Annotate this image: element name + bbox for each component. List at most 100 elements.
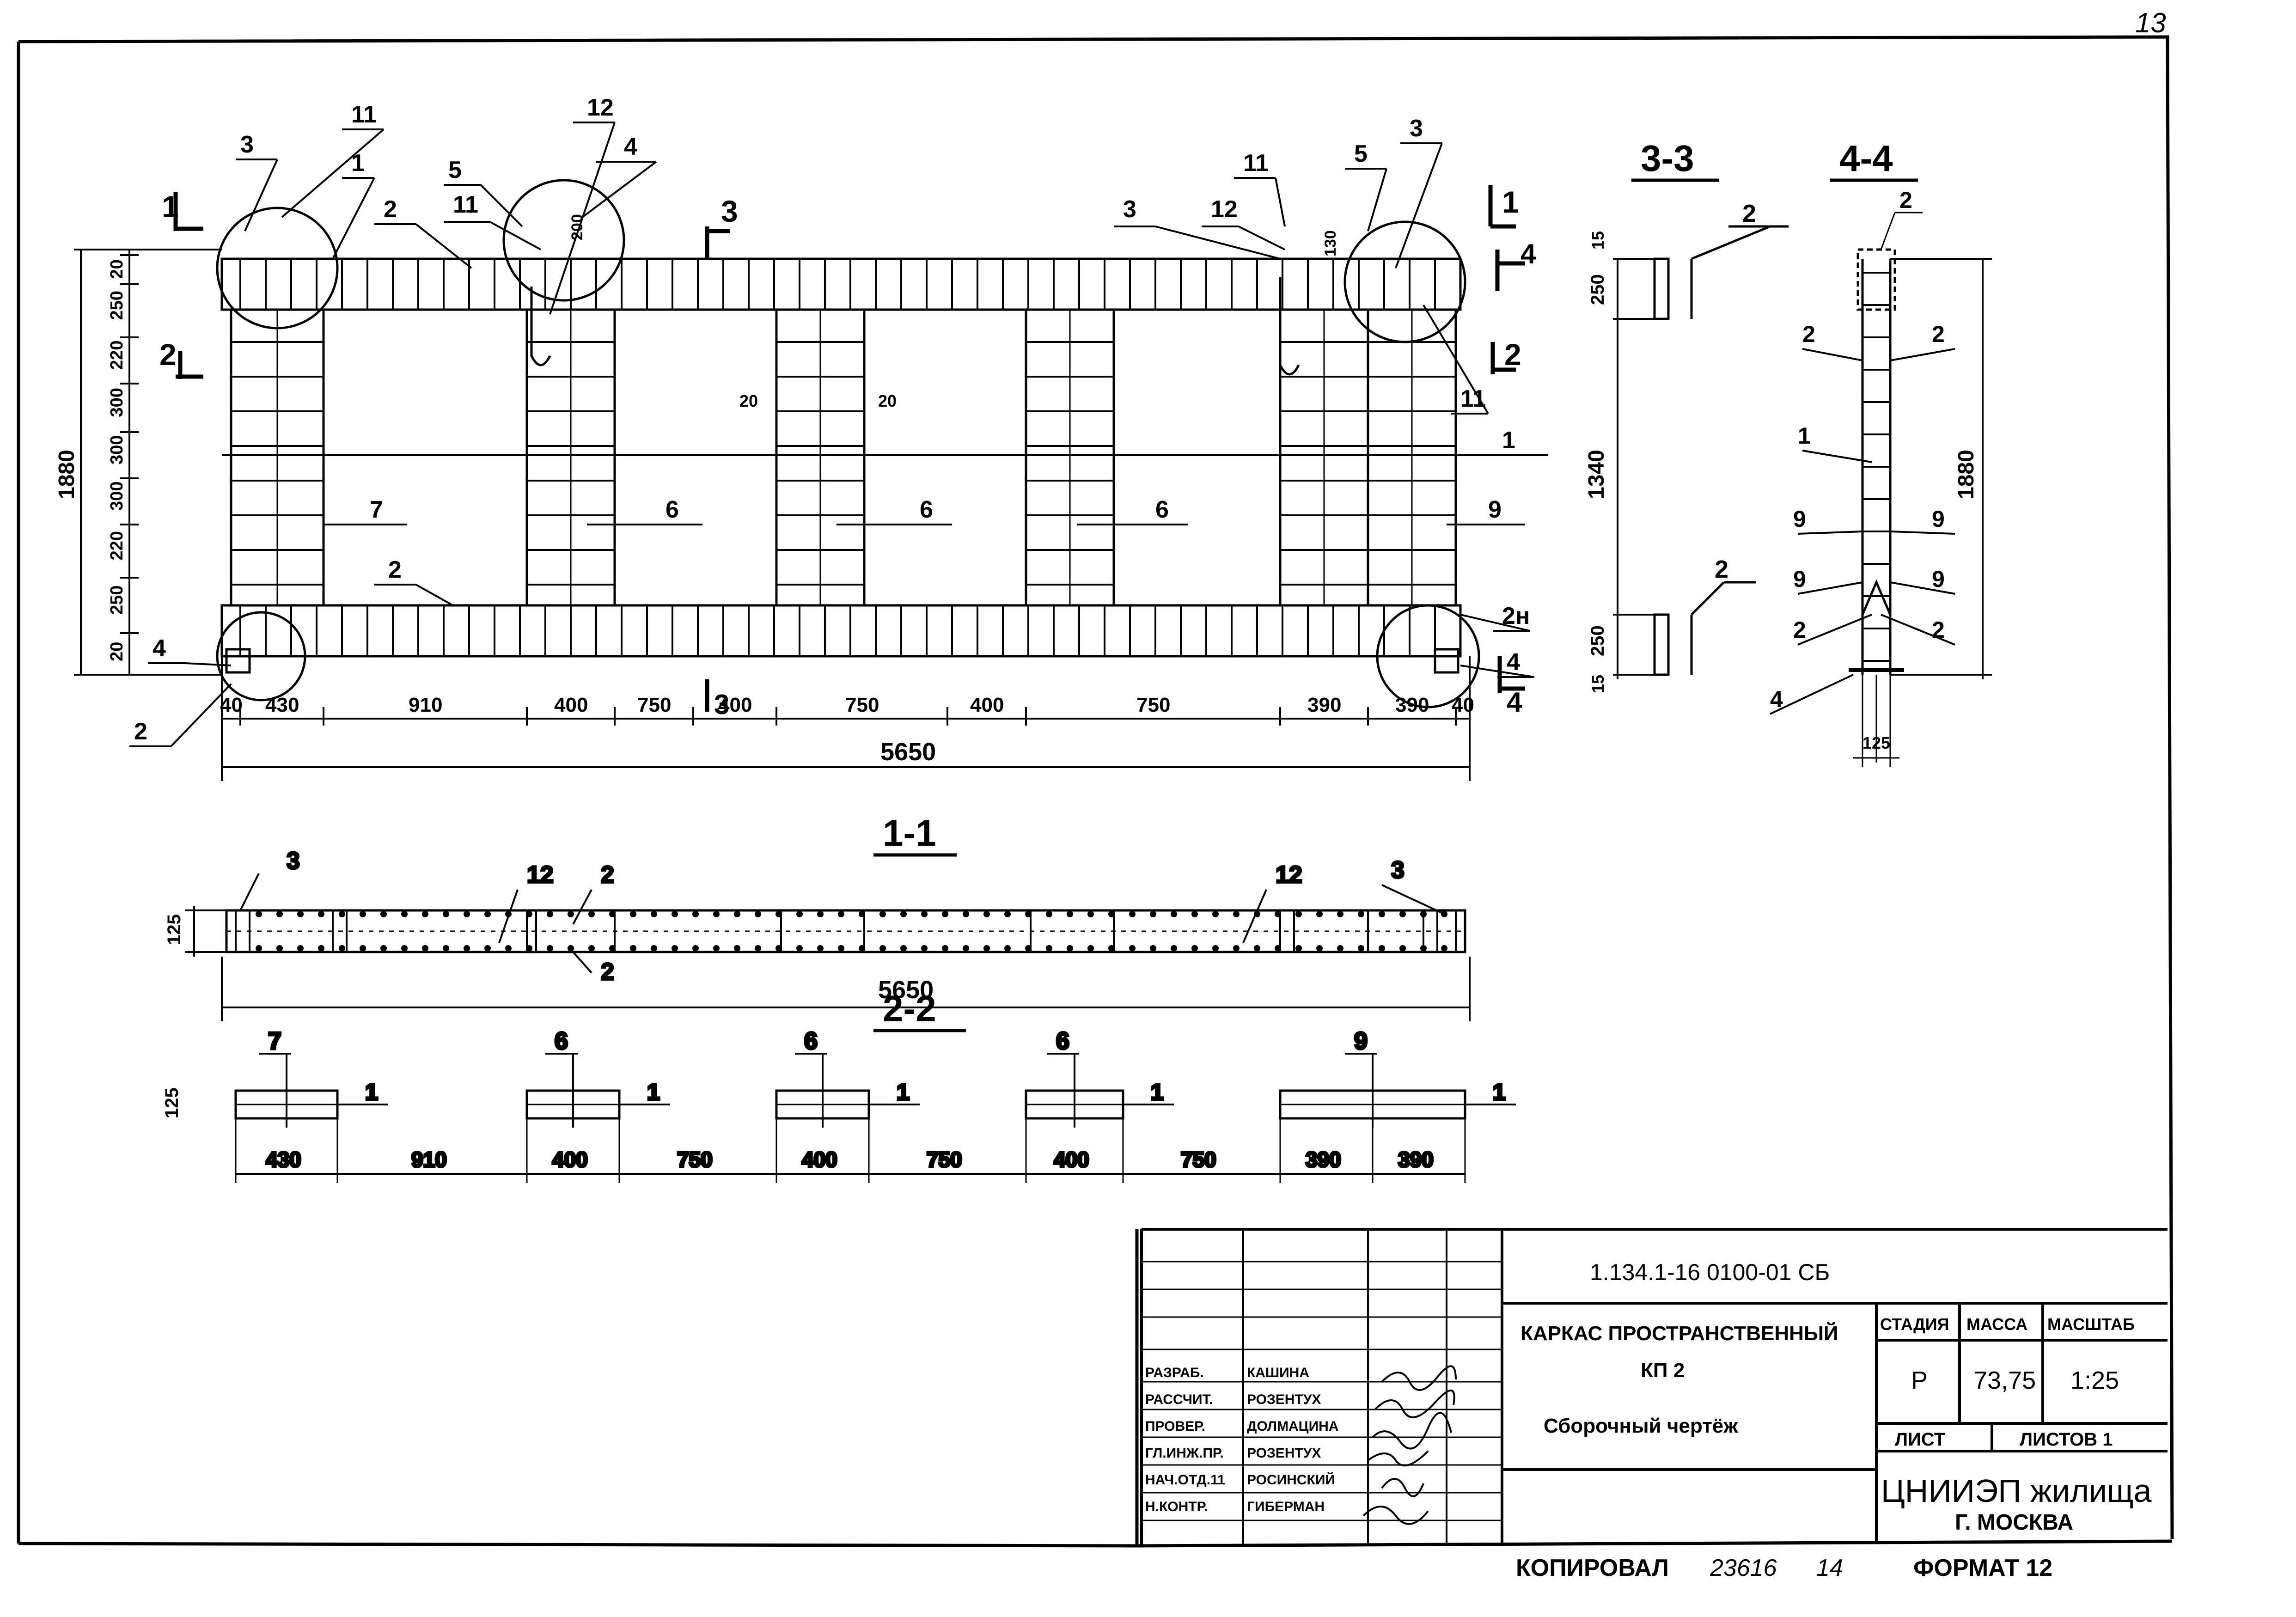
callout-6a: 6 <box>666 496 679 523</box>
bar-dot <box>360 911 366 917</box>
section-mark-4-bottom: 4 <box>1507 687 1522 718</box>
section-4-4-callout: 4 <box>1770 686 1783 712</box>
bar-dot <box>817 945 824 952</box>
leader-line <box>1890 581 1955 595</box>
section-2-2-dim: 750 <box>927 1147 962 1172</box>
doc-code: 1.134.1-16 0100-01 СБ <box>1590 1259 1830 1285</box>
bar-dot <box>339 911 345 917</box>
bar-dot <box>547 945 553 952</box>
section-4-4-rungs <box>1862 272 1890 662</box>
bar-dot <box>1358 945 1364 952</box>
dim-overall-height: 1880 <box>55 450 79 499</box>
bar-dot <box>1358 911 1364 917</box>
leader-line <box>1395 143 1443 268</box>
bar-dot <box>360 945 366 952</box>
section-2-2-dim: 750 <box>677 1147 713 1172</box>
bar-dot <box>755 945 761 952</box>
bar-dot <box>1212 911 1219 917</box>
section-2-2-dim: 400 <box>802 1147 837 1172</box>
dim-width-label: 750 <box>1136 694 1170 716</box>
bar-dot <box>983 945 990 952</box>
section-2-2-callout: 6 <box>804 1028 818 1055</box>
section-mark-1-top: 1 <box>162 189 179 224</box>
leader-line <box>1423 304 1489 415</box>
bar-dot <box>879 911 886 917</box>
section-mark-3-bottom: 3 <box>714 689 729 720</box>
bar-dot <box>401 945 408 952</box>
section-3-3-dim-15-top: 15 <box>1588 231 1607 250</box>
dim-width-label: 400 <box>718 694 752 716</box>
bar-dot <box>734 945 740 952</box>
bar-dot <box>1087 911 1094 917</box>
title-block-roles: РАЗРАБ.КАШИНАРАССЧИТ.РОЗЕНТУХПРОВЕР.ДОЛМ… <box>1145 1365 1338 1514</box>
section-1-1-callout: 3 <box>1391 857 1404 884</box>
section-3-3-callout-2-top: 2 <box>1742 200 1756 227</box>
section-3-3-drawing <box>1613 225 1789 679</box>
bar-dot <box>776 911 782 917</box>
section-2-2-callout: 9 <box>1354 1028 1368 1055</box>
bar-dot <box>609 911 616 917</box>
callout-2: 2 <box>384 196 397 223</box>
role-label: ПРОВЕР. <box>1145 1419 1205 1434</box>
bar-dot <box>1254 945 1260 952</box>
section-3-3-title: 3-3 <box>1641 138 1694 179</box>
callout-3: 3 <box>240 131 254 158</box>
bar-dot <box>1129 911 1136 917</box>
dim-width-label: 40 <box>220 694 243 716</box>
dim-width-label: 750 <box>637 694 671 716</box>
role-label: РАССЧИТ. <box>1145 1392 1213 1407</box>
leader-line <box>184 662 232 666</box>
bar-dot <box>1004 911 1011 917</box>
bar-dot <box>1337 945 1343 952</box>
callout-1: 1 <box>351 150 365 177</box>
dim-height-label: 220 <box>107 341 127 370</box>
callout-12: 12 <box>587 94 614 121</box>
section-1-1-callout: 2 <box>601 958 614 985</box>
sheet-label: ЛИСТ <box>1895 1429 1945 1450</box>
callout-5: 5 <box>448 157 462 183</box>
leader-line <box>480 184 523 227</box>
bar-dot <box>484 911 491 917</box>
section-2-2-callout: 6 <box>1056 1028 1069 1055</box>
section-1-1-callout: 3 <box>287 848 300 874</box>
bar-dot <box>1171 945 1177 952</box>
bar-dot <box>1025 945 1032 952</box>
section-mark-4-right: 4 <box>1520 238 1536 269</box>
leader-line <box>549 122 616 315</box>
bar-dot <box>276 945 283 952</box>
dim-height-label: 20 <box>107 259 127 279</box>
section-2-2-callout: 6 <box>555 1028 568 1055</box>
bar-dot <box>734 911 740 917</box>
dim-inner-20b: 20 <box>878 391 897 410</box>
dim-width-label: 750 <box>845 694 879 716</box>
leader-line <box>1367 168 1387 232</box>
bottom-dimension-chain <box>221 656 1471 781</box>
scale-value: 1:25 <box>2070 1367 2119 1394</box>
bar-dot <box>339 945 345 952</box>
leader-line <box>1802 450 1872 463</box>
bar-dot <box>1150 911 1156 917</box>
bar-dot <box>297 911 304 917</box>
sheets-label: ЛИСТОВ 1 <box>2020 1429 2113 1450</box>
leader-line <box>415 223 472 269</box>
section-1-1-callout: 12 <box>1276 861 1302 888</box>
footer-format: ФОРМАТ 12 <box>1913 1555 2052 1581</box>
callout-2h: 2н <box>1502 603 1530 629</box>
leader-line <box>1155 226 1281 260</box>
bar-dot <box>1108 911 1115 917</box>
person-name: КАШИНА <box>1247 1365 1309 1380</box>
callout-3c: 3 <box>1410 115 1423 142</box>
section-4-4-callout: 1 <box>1798 423 1811 449</box>
section-4-4-callout: 2 <box>1793 617 1806 643</box>
section-3-3-dim-250-bottom: 250 <box>1588 625 1608 656</box>
callout-7: 7 <box>370 496 383 523</box>
bar-dot <box>1191 945 1198 952</box>
bar-dot <box>276 911 283 917</box>
bar-dot <box>859 911 865 917</box>
bar-dot <box>1171 911 1177 917</box>
bar-dot <box>401 911 408 917</box>
signatures <box>1362 1365 1457 1525</box>
bar-dot <box>651 911 657 917</box>
